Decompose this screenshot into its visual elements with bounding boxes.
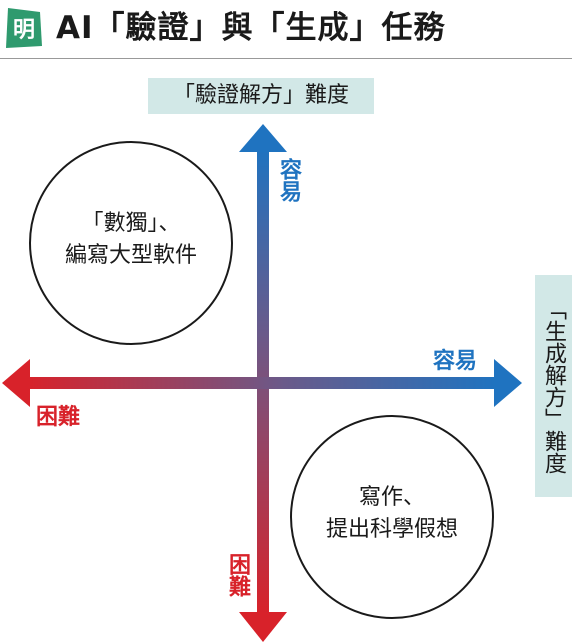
up-arrow-head xyxy=(239,124,287,152)
top-left-line-1: 「數獨」、 xyxy=(81,211,181,236)
axis-label-top-easy: 容易 xyxy=(276,158,301,202)
bottom-right-line-1: 寫作、 xyxy=(358,485,425,510)
right-arrow-head xyxy=(494,359,522,407)
axis-label-bottom-hard: 困難 xyxy=(225,553,250,597)
page-title: AI「驗證」與「生成」任務 xyxy=(56,10,446,46)
left-arrow-head xyxy=(2,359,30,407)
top-left-line-2: 編寫大型軟件 xyxy=(64,243,197,268)
horizontal-axis-line xyxy=(26,377,496,389)
top-left-circle-text: 「數獨」、 編寫大型軟件 xyxy=(31,208,231,272)
axis-label-right-easy: 容易 xyxy=(433,349,478,374)
generation-difficulty-label: 「生成解方」難度 xyxy=(535,275,572,497)
ming-pao-logo: 明 xyxy=(6,8,42,48)
verification-difficulty-label: 「驗證解方」難度 xyxy=(148,78,374,114)
top-left-circle xyxy=(29,141,233,345)
bottom-right-circle-text: 寫作、 提出科學假想 xyxy=(292,482,492,546)
bottom-right-circle xyxy=(290,415,494,619)
axis-label-left-hard: 困難 xyxy=(36,405,81,430)
header: 明 AI「驗證」與「生成」任務 xyxy=(0,0,572,59)
logo-char: 明 xyxy=(13,18,35,43)
bottom-right-line-2: 提出科學假想 xyxy=(325,517,458,542)
down-arrow-head xyxy=(239,612,287,642)
